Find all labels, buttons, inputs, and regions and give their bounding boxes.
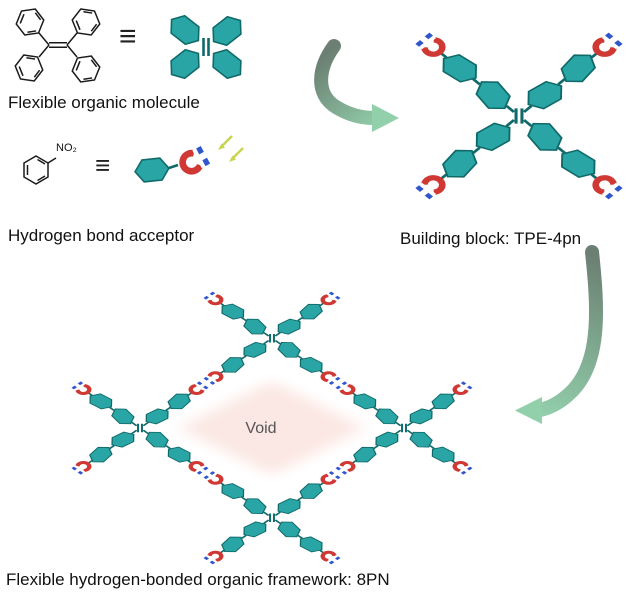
attraction-arrows-icon — [218, 135, 244, 162]
building-block-tpe4pn — [411, 29, 627, 203]
equivalence-symbol: ≡ — [119, 20, 137, 53]
nitro-group-label: NO₂ — [56, 142, 77, 154]
tpe4pn-unit — [411, 29, 627, 203]
void-label: Void — [245, 420, 277, 437]
pn-arm-3d — [133, 147, 210, 184]
arrowhead-right — [372, 104, 399, 132]
tpe-molecule-3d — [164, 10, 248, 84]
flexible-molecule-label: Flexible organic molecule — [8, 93, 200, 112]
framework-label: Flexible hydrogen-bonded organic framewo… — [6, 570, 390, 589]
nitrobenzene-structure — [23, 155, 57, 185]
arrow-to-building-block — [314, 39, 399, 132]
tpe-skeletal-structure — [11, 3, 104, 88]
void-region — [179, 381, 365, 475]
tpe4pn-unit — [201, 469, 344, 566]
arrow-to-framework — [515, 245, 603, 424]
tpe4pn-unit — [201, 290, 344, 387]
equivalence-symbol: ≡ — [95, 150, 111, 180]
hydrogen-bond-acceptor-label: Hydrogen bond acceptor — [8, 226, 195, 245]
arrowhead-left — [515, 397, 542, 424]
building-block-label: Building block: TPE-4pn — [400, 229, 582, 248]
